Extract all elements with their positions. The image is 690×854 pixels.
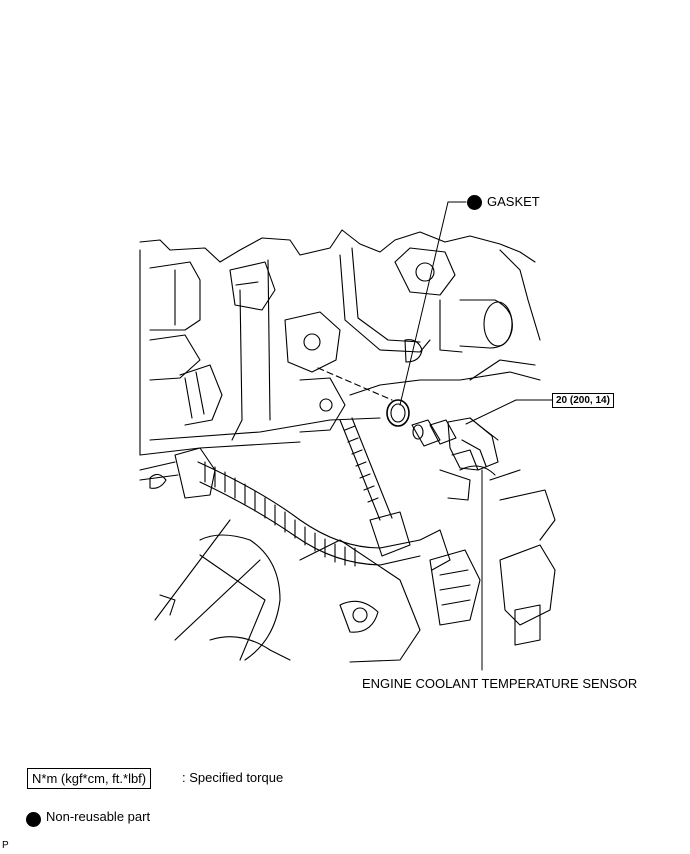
wire-harness [139, 417, 451, 571]
torque-legend-text: : Specified torque [182, 770, 284, 785]
engine-block-upper [139, 229, 541, 456]
gasket-label: GASKET [487, 194, 540, 209]
alignment-line [317, 367, 393, 401]
non-reusable-legend-text: Non-reusable part [46, 809, 151, 824]
gasket-leader [399, 201, 467, 406]
non-reusable-legend-icon [26, 812, 41, 827]
torque-leader [465, 399, 553, 425]
non-reusable-marker-icon [467, 195, 482, 210]
torque-spec-box: 20 (200, 14) [552, 393, 614, 408]
sensor-label: ENGINE COOLANT TEMPERATURE SENSOR [362, 676, 638, 691]
footer-mark: P [2, 840, 9, 851]
gasket-ring [386, 399, 410, 427]
coolant-temp-sensor [411, 417, 499, 501]
torque-legend-box: N*m (kgf*cm, ft.*lbf) [27, 768, 152, 789]
